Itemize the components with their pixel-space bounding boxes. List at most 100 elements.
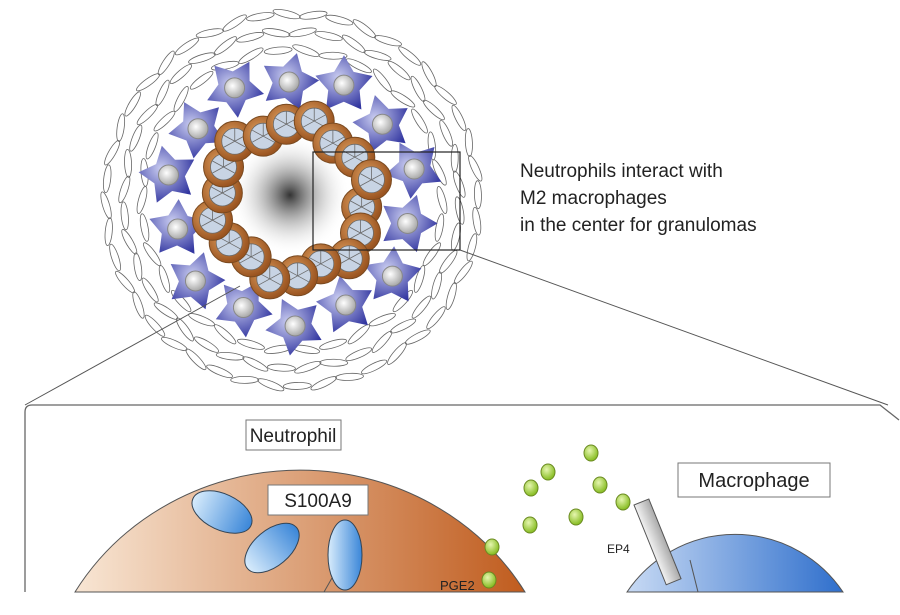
fibroblast [115,270,136,294]
fibroblast [421,61,437,88]
fibroblast [282,382,312,390]
fibroblast [345,347,373,362]
fibroblast [411,108,428,134]
fibroblast [347,324,371,345]
fibroblast-ring [100,8,483,392]
fibroblast [450,143,459,173]
neutrophil-ring [192,100,392,300]
macrophage [138,145,195,203]
neutrophil [350,159,392,201]
fibroblast [246,12,275,22]
caption-line: in the center for granulomas [520,215,757,236]
fibroblast [372,68,392,92]
s100a9-vesicle [244,522,300,574]
macrophage [316,275,372,333]
fibroblast [272,8,301,20]
fibroblast [174,37,200,56]
fibroblast [404,329,431,345]
macrophage [352,95,408,153]
fibroblast [188,313,216,327]
s100a9-vesicle [327,519,363,591]
fibroblast [434,85,457,105]
fibroblast [319,358,349,367]
fibroblast [188,52,216,64]
pge2-dot [481,571,497,589]
fibroblast [173,86,189,112]
fibroblast [100,191,112,220]
fibroblast [263,46,293,55]
pge2-dot [540,463,556,481]
fibroblast [342,34,366,54]
pointer-line [323,577,333,593]
macrophage [170,252,226,310]
fibroblast [153,110,176,132]
pge2-molecules [481,444,631,589]
fibroblast [267,363,296,372]
fibroblast [387,60,411,81]
fibroblast [118,175,131,204]
fibroblast [215,351,245,361]
fibroblast [237,338,265,350]
macrophage [364,246,422,302]
macrophage [263,53,320,110]
fibroblast [432,159,447,186]
macrophage [384,142,442,199]
fibroblast [257,378,285,392]
fibroblast [387,342,407,365]
fibroblast [436,186,448,214]
ep4-label: EP4 [607,542,630,556]
fibroblast [158,265,171,293]
pge2-dot [484,538,500,556]
fibroblast [422,242,442,267]
fibroblast [319,338,347,350]
fibroblast [102,164,112,194]
fibroblast [155,79,170,107]
fibroblast [136,73,160,92]
fibroblast [206,364,233,379]
fibroblast [195,28,225,38]
fibroblast [294,360,322,374]
fibroblast [129,124,143,152]
fibroblast [371,330,393,353]
fibroblast [145,132,159,160]
fibroblast [314,31,343,42]
receptor-line [689,559,699,593]
fibroblast [361,359,388,375]
fibroblast [136,103,159,125]
fibroblast [390,318,417,334]
fibroblast [398,46,422,66]
pge2-dot [523,479,539,497]
fibroblast [161,337,188,351]
fibroblast [124,91,141,117]
fibroblast [141,277,159,303]
fibroblast [390,90,416,108]
neutrophil-label: Neutrophil [245,419,342,451]
fibroblast [453,260,473,285]
fibroblast [132,291,145,319]
fibroblast [230,375,260,384]
fibroblast [169,63,193,85]
pge2-dot [583,444,599,462]
fibroblast [298,10,328,20]
fibroblast [175,317,194,342]
fibroblast [318,51,348,60]
fibroblast [213,36,237,56]
fibroblast [438,250,458,274]
fibroblast [411,295,432,319]
fibroblast [413,265,426,293]
fibroblast [238,47,264,64]
macrophage [149,199,207,254]
macrophage [168,102,225,159]
fibroblast [439,119,454,147]
fibroblast [472,206,482,236]
fibroblast [170,290,192,313]
fibroblast [464,128,473,157]
fibroblast [142,242,162,267]
macrophage-layer [138,53,442,356]
fibroblast [431,271,443,300]
fibroblast [468,155,483,182]
fibroblast [434,213,445,242]
fibroblast [452,170,466,198]
fibroblast [109,243,121,272]
